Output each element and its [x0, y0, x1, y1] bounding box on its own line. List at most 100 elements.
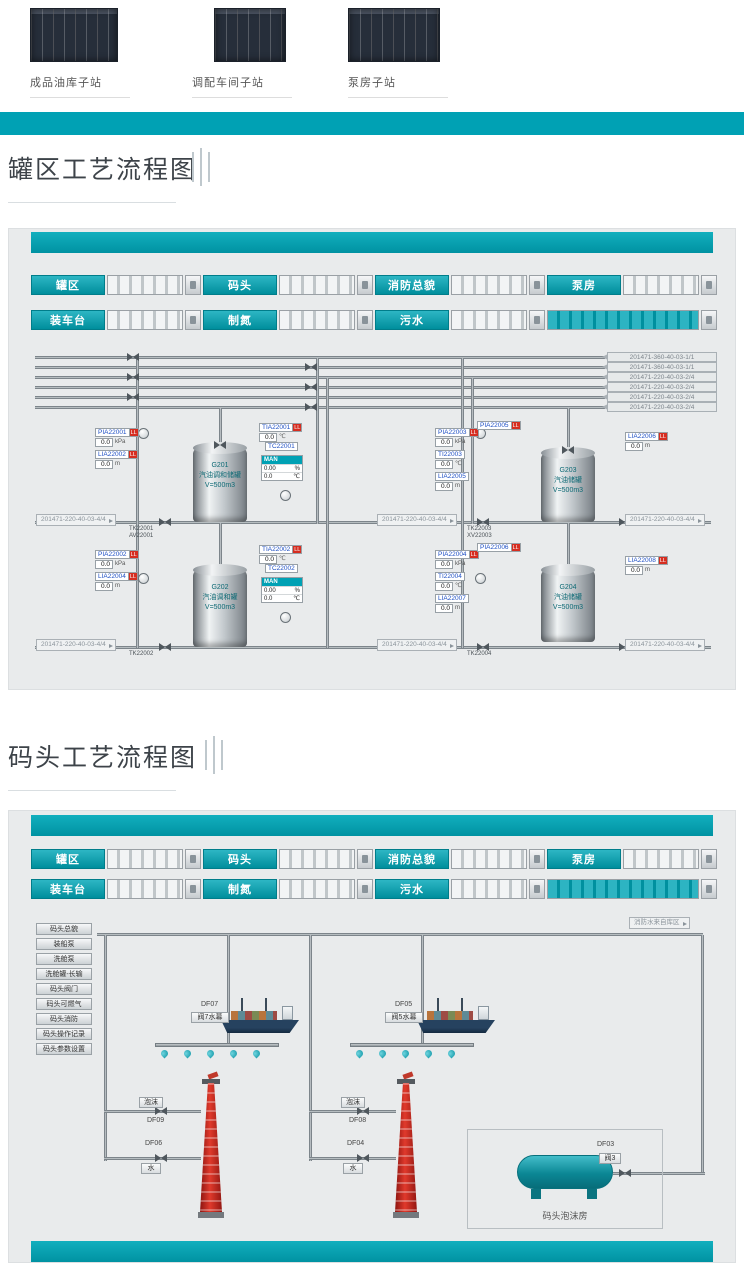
dock-menu-洗舱泵[interactable]: 洗舱泵: [36, 953, 92, 965]
nav-end-icon[interactable]: [185, 275, 201, 295]
foam-valve-tag: DF09: [147, 1117, 165, 1124]
nav-end-icon[interactable]: [701, 849, 717, 869]
valve-icon[interactable]: [305, 403, 317, 411]
nav-end-icon[interactable]: [529, 849, 545, 869]
nav-end-icon[interactable]: [185, 310, 201, 330]
valve-icon[interactable]: [127, 373, 139, 381]
foam-room-label: 码头泡沫房: [542, 1211, 588, 1221]
tank-G202[interactable]: G202 汽油调和罐 V=500m3: [193, 564, 247, 647]
nav-slot: 装车台: [31, 310, 201, 330]
nav-button-装车台[interactable]: 装车台: [31, 310, 105, 330]
valve-icon[interactable]: [155, 1107, 167, 1115]
nav-end-icon[interactable]: [357, 879, 373, 899]
dock-scada-panel: 罐区码头消防总貌泵房装车台制氮污水 消防水来自库区: [8, 810, 736, 1263]
nav-button-泵房[interactable]: 泵房: [547, 275, 621, 295]
nav-button-罐区[interactable]: 罐区: [31, 849, 105, 869]
nav-button-制氮[interactable]: 制氮: [203, 879, 277, 899]
valve-icon[interactable]: [159, 518, 171, 526]
valve-icon[interactable]: [477, 518, 489, 526]
instrument-bubble-icon: [475, 573, 486, 584]
station-block-2: 调配车间子站: [192, 8, 312, 98]
nav-segment-strip: [279, 849, 355, 869]
pipe-v: [227, 935, 230, 1045]
instrument-tag: LIA22006: [625, 432, 659, 441]
valve-icon[interactable]: [562, 446, 574, 454]
dock-menu-码头消防[interactable]: 码头消防: [36, 1013, 92, 1025]
nav-button-消防总貌[interactable]: 消防总貌: [375, 849, 449, 869]
nav-end-icon[interactable]: [357, 849, 373, 869]
nav-end-icon[interactable]: [701, 310, 717, 330]
water-curtain-button[interactable]: 阀7水幕: [191, 1012, 229, 1023]
valve-icon[interactable]: [155, 1154, 167, 1162]
valve-icon[interactable]: [619, 1169, 631, 1177]
pipe-id-label: 201471-220-40-03-4/4: [36, 639, 116, 651]
valve-icon[interactable]: [127, 393, 139, 401]
instrument-tag: PIA22003: [435, 428, 470, 437]
nav-end-icon[interactable]: [529, 275, 545, 295]
dock-flow-diagram: 消防水来自库区 DF07 阀7水幕 DF05 阀5水幕: [9, 811, 737, 1263]
water-label-box: 水: [141, 1163, 161, 1174]
instrument-tag: LIA22004: [95, 572, 129, 581]
valve-icon[interactable]: [305, 363, 317, 371]
nav-button-码头[interactable]: 码头: [203, 849, 277, 869]
valve-icon[interactable]: [214, 441, 226, 449]
pipe-id-label: 201471-220-40-03-4/4: [377, 514, 457, 526]
ship-2: [417, 997, 495, 1033]
instrument-tag: LIA22008: [625, 556, 659, 565]
nav-button-制氮[interactable]: 制氮: [203, 310, 277, 330]
dock-menu-码头总貌[interactable]: 码头总貌: [36, 923, 92, 935]
water-drop-icon: [377, 1048, 388, 1059]
nav-end-icon[interactable]: [529, 310, 545, 330]
instrument-tag: TIA22002: [259, 545, 294, 554]
nav-button-罐区[interactable]: 罐区: [31, 275, 105, 295]
nav-end-icon[interactable]: [701, 879, 717, 899]
nav-button-泵房[interactable]: 泵房: [547, 849, 621, 869]
nav-end-icon[interactable]: [357, 310, 373, 330]
valve-icon[interactable]: [477, 643, 489, 651]
nav-end-icon[interactable]: [357, 275, 373, 295]
dock-menu-码头阀门[interactable]: 码头阀门: [36, 983, 92, 995]
tank-G201[interactable]: G201 汽油调和储罐 V=500m3: [193, 442, 247, 522]
valve-icon[interactable]: [127, 353, 139, 361]
tank-G204[interactable]: G204 汽油储罐 V=500m3: [541, 564, 595, 642]
irow: 0.0℃: [259, 432, 302, 443]
nav-end-icon[interactable]: [529, 879, 545, 899]
dock-menu-洗舱罐-长输[interactable]: 洗舱罐-长输: [36, 968, 92, 980]
nav-slot: [547, 310, 717, 330]
nav-button-污水[interactable]: 污水: [375, 879, 449, 899]
valve-icon[interactable]: [357, 1154, 369, 1162]
nav-end-icon[interactable]: [185, 879, 201, 899]
dock-menu-码头可燃气[interactable]: 码头可燃气: [36, 998, 92, 1010]
nav-button-消防总貌[interactable]: 消防总貌: [375, 275, 449, 295]
valve-icon[interactable]: [305, 383, 317, 391]
nav-end-icon[interactable]: [701, 275, 717, 295]
water-curtain-button[interactable]: 阀5水幕: [385, 1012, 423, 1023]
nav-button-污水[interactable]: 污水: [375, 310, 449, 330]
pipe-h: [35, 396, 605, 399]
valve-icon[interactable]: [159, 643, 171, 651]
valve-tag-TK22003: TK22003: [467, 526, 492, 532]
water-drop-icon: [182, 1048, 193, 1059]
instrument-bubble-icon: [138, 573, 149, 584]
valve-icon[interactable]: [357, 1107, 369, 1115]
alarm-ll-badge: LL: [128, 450, 138, 459]
water-valve-tag: DF06: [145, 1140, 163, 1147]
dock-menu-码头参数设置[interactable]: 码头参数设置: [36, 1043, 92, 1055]
server-rack-image: [30, 8, 118, 62]
nav-button-装车台[interactable]: 装车台: [31, 879, 105, 899]
pipe-h: [309, 1157, 396, 1160]
foam-label-box: 泡沫: [341, 1097, 365, 1108]
dock-menu-装船泵[interactable]: 装船泵: [36, 938, 92, 950]
nav-end-icon[interactable]: [185, 849, 201, 869]
tank-G203[interactable]: G203 汽油储罐 V=500m3: [541, 447, 595, 522]
dock-menu-码头操作记录[interactable]: 码头操作记录: [36, 1028, 92, 1040]
nav-button-码头[interactable]: 码头: [203, 275, 277, 295]
pipe-route-label: 201471-360-40-03-1/1: [602, 352, 717, 362]
